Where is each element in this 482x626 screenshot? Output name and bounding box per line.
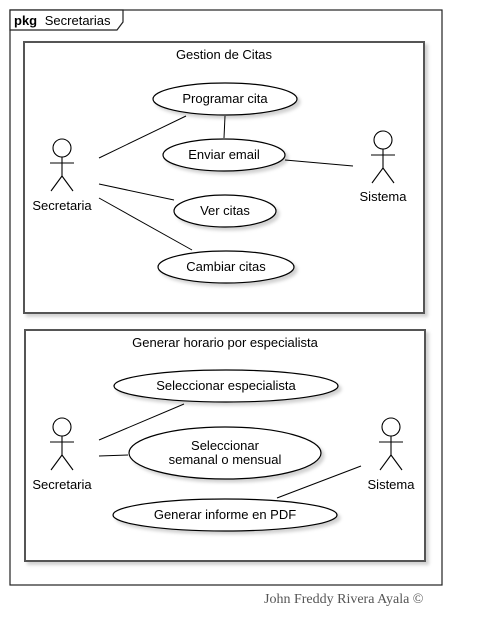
use-case-label: Programar cita xyxy=(182,91,268,106)
associations xyxy=(98,115,354,251)
author-credit: John Freddy Rivera Ayala © xyxy=(264,592,424,607)
stick-figure-icon xyxy=(379,417,403,471)
association-line xyxy=(98,454,129,457)
stick-figure-icon xyxy=(50,417,74,471)
actor-label: Secretaria xyxy=(32,477,92,492)
stick-figure-icon xyxy=(371,130,395,184)
association-line xyxy=(98,197,193,251)
system-title: Gestion de Citas xyxy=(176,47,273,62)
actor-secretaria: Secretaria xyxy=(32,417,92,492)
actor-sistema: Sistema xyxy=(368,417,416,492)
associations xyxy=(98,403,362,499)
association-line xyxy=(98,183,175,201)
association-line xyxy=(98,403,185,441)
use-case-enviar-email: Enviar email xyxy=(162,138,286,172)
system-generar-horario: Generar horario por especialista Secreta… xyxy=(24,329,426,562)
actor-sistema: Sistema xyxy=(360,130,408,204)
system-title: Generar horario por especialista xyxy=(132,335,318,350)
use-case-cambiar-citas: Cambiar citas xyxy=(157,250,295,284)
system-gestion-de-citas: Gestion de Citas Secretaria xyxy=(23,41,425,314)
association-line xyxy=(284,159,354,167)
use-case-label-line2: semanal o mensual xyxy=(169,452,282,467)
stick-figure-icon xyxy=(50,138,74,192)
include-line xyxy=(223,115,226,139)
use-case-programar-cita: Programar cita xyxy=(152,82,298,116)
use-case-label: Enviar email xyxy=(188,147,260,162)
use-case-seleccionar-semanal-o-mensual: Seleccionar semanal o mensual xyxy=(128,426,322,480)
use-case-label: Generar informe en PDF xyxy=(154,507,296,522)
package-name: Secretarias xyxy=(45,13,111,28)
use-case-ver-citas: Ver citas xyxy=(173,194,277,228)
association-line xyxy=(98,115,187,159)
use-case-label-line1: Seleccionar xyxy=(191,438,260,453)
actor-label: Sistema xyxy=(368,477,416,492)
actor-label: Sistema xyxy=(360,189,408,204)
actor-label: Secretaria xyxy=(32,198,92,213)
package-keyword: pkg xyxy=(14,13,37,28)
use-case-label: Cambiar citas xyxy=(186,259,266,274)
use-case-label: Ver citas xyxy=(200,203,250,218)
package-label: pkg Secretarias xyxy=(14,13,111,28)
association-line xyxy=(276,465,362,499)
use-case-label: Seleccionar especialista xyxy=(156,378,296,393)
actor-secretaria: Secretaria xyxy=(32,138,92,213)
use-case-seleccionar-especialista: Seleccionar especialista xyxy=(113,369,339,403)
use-case-generar-informe-pdf: Generar informe en PDF xyxy=(112,498,338,532)
